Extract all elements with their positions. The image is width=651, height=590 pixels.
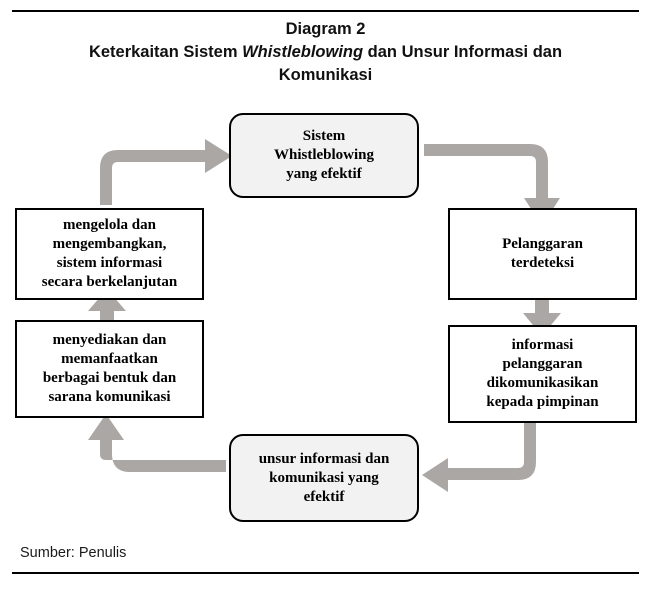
figure-title: Diagram 2 Keterkaitan Sistem Whistleblow… xyxy=(40,18,611,87)
source-note: Sumber: Penulis xyxy=(20,545,127,561)
bottom-divider-rule xyxy=(12,572,639,574)
node-sistem-whistleblowing-label: Sistem Whistleblowing yang efektif xyxy=(273,128,375,182)
node-unsur-informasi-label: unsur informasi dan komunikasi yang efek… xyxy=(258,450,390,505)
figure-title-line-3: Komunikasi xyxy=(278,66,373,84)
node-sistem-whistleblowing[interactable]: Sistem Whistleblowing yang efektif xyxy=(229,113,419,198)
node-informasi-pelanggaran[interactable]: informasi pelanggaran dikomunikasikan ke… xyxy=(448,325,637,423)
node-menyediakan-memanfaatkan-label: menyediakan dan memanfaatkan berbagai be… xyxy=(42,332,177,405)
node-pelanggaran-terdeteksi-label: Pelanggaran terdeteksi xyxy=(502,236,583,271)
figure-title-prefix: Keterkaitan Sistem xyxy=(88,43,243,61)
node-mengelola-mengembangkan[interactable]: mengelola dan mengembangkan, sistem info… xyxy=(15,208,204,300)
edge-menyediakan-to-mengelola xyxy=(88,289,126,328)
edge-unsur-to-menyediakan xyxy=(88,414,226,472)
figure-title-suffix: dan Unsur Informasi dan xyxy=(363,43,563,61)
figure-title-line-2: Keterkaitan Sistem Whistleblowing dan Un… xyxy=(40,41,611,64)
edge-pelanggaran-to-informasi xyxy=(523,296,561,336)
node-pelanggaran-terdeteksi[interactable]: Pelanggaran terdeteksi xyxy=(448,208,637,300)
top-divider-rule xyxy=(12,10,639,12)
node-menyediakan-memanfaatkan[interactable]: menyediakan dan memanfaatkan berbagai be… xyxy=(15,320,204,418)
node-unsur-informasi[interactable]: unsur informasi dan komunikasi yang efek… xyxy=(229,434,419,522)
figure-title-italic-term: Whistleblowing xyxy=(242,43,364,61)
node-mengelola-mengembangkan-label: mengelola dan mengembangkan, sistem info… xyxy=(41,217,178,290)
edge-informasi-to-unsur xyxy=(422,420,536,492)
figure-title-line-1: Diagram 2 xyxy=(285,20,366,38)
edge-mengelola-to-whistleblowing xyxy=(100,139,232,205)
node-informasi-pelanggaran-label: informasi pelanggaran dikomunikasikan ke… xyxy=(486,337,599,410)
